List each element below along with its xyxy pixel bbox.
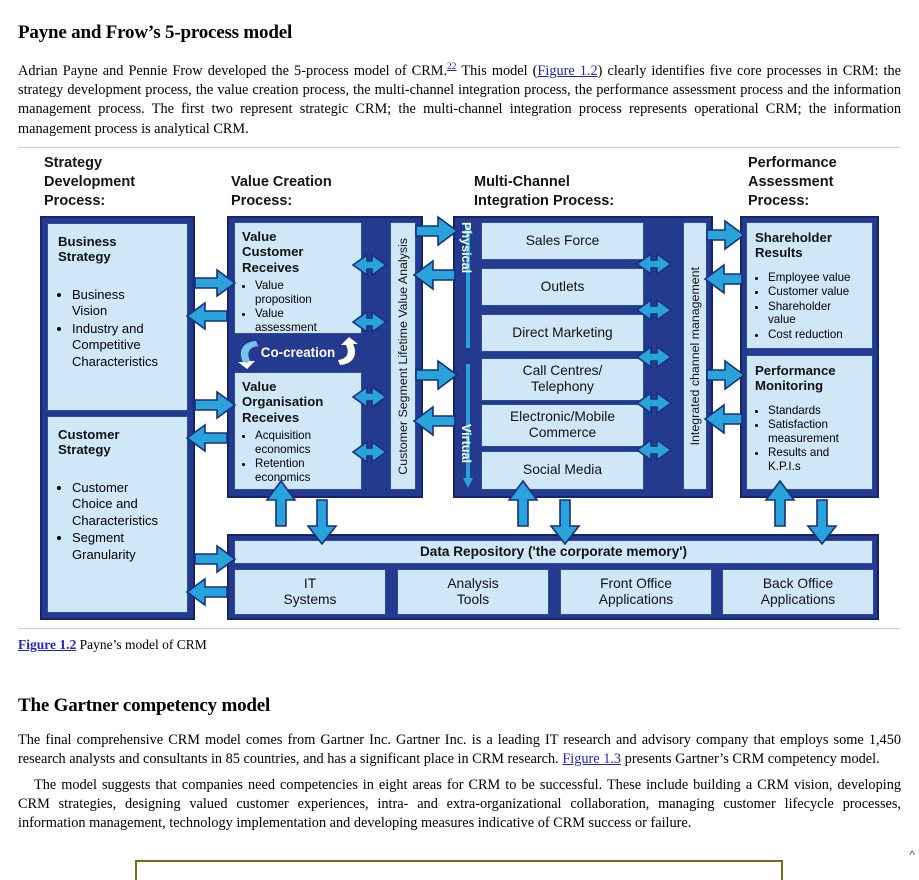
list-item: Standards [768,404,864,417]
co-creation-label-zone: Co-creation [234,336,362,370]
performance-monitoring-bullets: Standards Satisfaction measurement Resul… [755,404,864,473]
co-creation-label: Co-creation [260,345,336,361]
value-customer-receives-bullets: Value proposition Value assessment [242,279,354,334]
next-figure-partial-box [135,860,783,880]
list-item: Employee value [768,271,864,284]
shareholder-results-bullets: Employee value Customer value Shareholde… [755,271,864,341]
list-item: Customer value [768,285,864,298]
tile-front-office[interactable]: Front Office Applications [560,568,712,615]
customer-strategy-bullets: Customer Choice and Characteristics Segm… [58,480,177,564]
tile-back-office[interactable]: Back Office Applications [722,568,874,615]
channel-label: Social Media [523,462,602,478]
list-item: Customer Choice and Characteristics [72,480,177,530]
diagram-connector-arrows [185,215,838,607]
data-repository-title: Data Repository ('the corporate memory') [419,543,688,559]
business-strategy-box[interactable]: Business Strategy Business Vision Indust… [47,222,188,411]
business-strategy-bullets: Business Vision Industry and Competitive… [58,287,177,371]
intro-text-c: ) clearly identifies five core processes… [18,62,901,137]
channel-call-centres[interactable]: Call Centres/ Telephony [481,357,644,401]
list-item: Acquisition economics [255,429,354,456]
figure-1-3-link[interactable]: Figure 1.3 [562,751,622,768]
gartner-paragraph-2: The model suggests that companies need c… [18,776,901,832]
performance-monitoring-box[interactable]: Performance Monitoring Standards Satisfa… [746,354,873,490]
list-item: Segment Granularity [72,530,177,563]
tile-analysis-tools[interactable]: Analysis Tools [397,568,549,615]
value-customer-receives-title: Value Customer Receives [242,228,304,275]
figure-1-2-link[interactable]: Figure 1.2 [537,62,598,79]
tile-it-systems[interactable]: IT Systems [234,568,386,615]
payne-crm-model-figure: Strategy Development Process: Value Crea… [18,146,901,629]
list-item: Results and K.P.I.s [768,446,864,473]
integrated-channel-management-box[interactable]: Integrated channel management [683,221,707,490]
channel-outlets[interactable]: Outlets [481,267,644,306]
intro-paragraph: Adrian Payne and Pennie Frow developed t… [18,58,901,139]
channel-electronic-mobile[interactable]: Electronic/Mobile Commerce [481,403,644,447]
channel-label: Call Centres/ Telephony [522,363,603,395]
column-title-performance: Performance Assessment Process: [748,154,837,209]
value-organisation-receives-bullets: Acquisition economics Retention economic… [242,429,354,484]
co-creation-arrows-icon [238,336,358,369]
section-title-gartner: The Gartner competency model [18,694,271,716]
figure-caption: Figure 1.2 Payne’s model of CRM [18,637,901,653]
value-customer-receives-box[interactable]: Value Customer Receives Value propositio… [234,221,362,334]
list-item: Value assessment [255,307,354,334]
value-organisation-receives-box[interactable]: Value Organisation Receives Acquisition … [234,371,362,490]
scroll-up-caret-icon[interactable]: ^ [909,848,915,862]
channel-label: Electronic/Mobile Commerce [509,409,616,441]
channel-label: Outlets [540,278,585,294]
figure-caption-text: Payne’s model of CRM [76,636,207,652]
gartner-text-a: The final comprehensive CRM model comes … [18,731,901,768]
channel-label: Direct Marketing [512,324,613,340]
tile-label: Analysis Tools [447,575,499,607]
shareholder-results-title: Shareholder Results [755,229,832,261]
customer-strategy-box[interactable]: Customer Strategy Customer Choice and Ch… [47,415,188,613]
intro-text-b: This model ( [456,62,538,79]
page-title: Payne and Frow’s 5-process model [18,22,293,43]
value-organisation-receives-title: Value Organisation Receives [242,378,324,425]
channel-sales-force[interactable]: Sales Force [481,221,644,260]
footnote-ref[interactable]: 22 [447,62,457,72]
business-strategy-title: Business Strategy [58,233,117,265]
channel-social-media[interactable]: Social Media [481,450,644,490]
figure-caption-link[interactable]: Figure 1.2 [18,636,77,652]
shareholder-results-box[interactable]: Shareholder Results Employee value Custo… [746,221,873,349]
gartner-paragraph-1: The final comprehensive CRM model comes … [18,731,901,770]
list-item: Satisfaction measurement [768,418,864,445]
performance-monitoring-title: Performance Monitoring [755,362,836,394]
channel-direct-marketing[interactable]: Direct Marketing [481,313,644,352]
column-title-strategy-development: Strategy Development Process: [44,154,136,209]
column-title-value-creation: Value Creation Process: [231,173,332,209]
list-item: Industry and Competitive Characteristics [72,321,177,371]
physical-virtual-axis-icon [463,223,473,488]
tile-label: Back Office Applications [760,575,836,607]
list-item: Retention economics [255,457,354,484]
channel-label: Sales Force [525,232,600,248]
customer-lifetime-value-analysis-box[interactable]: Customer Segment Lifetime Value Analysis [390,221,416,490]
list-item: Business Vision [72,287,177,320]
gartner-text-b: presents Gartner’s CRM competency model. [621,751,880,768]
list-item: Value proposition [255,279,354,306]
document-page: Payne and Frow’s 5-process model Adrian … [0,22,919,833]
column-title-multi-channel: Multi-Channel Integration Process: [474,173,615,209]
tile-label: IT Systems [283,575,337,607]
tile-label: Front Office Applications [598,575,674,607]
customer-strategy-title: Customer Strategy [58,426,120,458]
list-item: Cost reduction [768,328,864,341]
intro-text-a: Adrian Payne and Pennie Frow developed t… [18,62,448,79]
list-item: Shareholder value [768,300,864,327]
data-repository-bar[interactable]: Data Repository ('the corporate memory') [234,539,873,564]
